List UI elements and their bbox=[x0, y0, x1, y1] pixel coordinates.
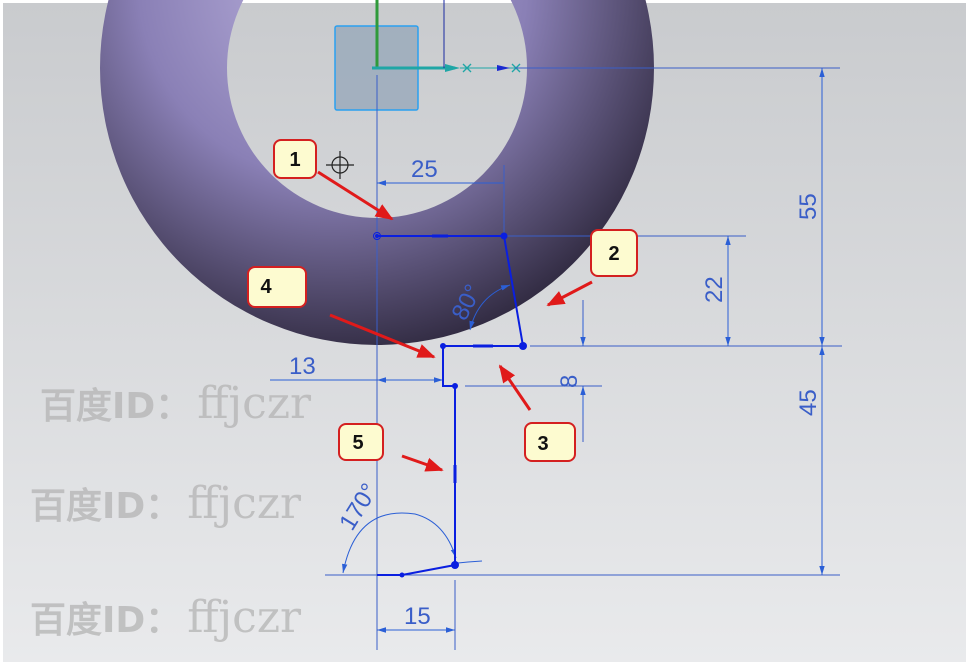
sketch-profile[interactable] bbox=[377, 235, 525, 576]
callout-4: 4 bbox=[247, 266, 307, 308]
crosshair-cursor-icon bbox=[326, 151, 354, 179]
angle-80-arc[interactable] bbox=[469, 284, 511, 331]
svg-text:5: 5 bbox=[352, 432, 363, 454]
sketch-vertices[interactable] bbox=[373, 232, 528, 578]
svg-text:1: 1 bbox=[289, 149, 300, 171]
dimension-45-text[interactable]: 45 bbox=[795, 389, 822, 416]
watermark: 百度ID：ffjczr 百度ID：ffjczr 百度ID：ffjczr bbox=[30, 378, 312, 643]
dimension-55-text[interactable]: 55 bbox=[795, 193, 822, 220]
svg-text:3: 3 bbox=[537, 433, 548, 455]
dimension-22-text[interactable]: 22 bbox=[701, 276, 728, 303]
callout-1: 1 bbox=[273, 139, 317, 179]
svg-text:4: 4 bbox=[260, 276, 272, 298]
dimension-15-text[interactable]: 15 bbox=[404, 603, 431, 630]
svg-text:2: 2 bbox=[608, 243, 619, 265]
dimension-8-text[interactable]: 8 bbox=[556, 375, 583, 388]
annotation-arrows bbox=[317, 170, 593, 472]
torus-body[interactable] bbox=[100, 0, 654, 345]
callout-3: 3 bbox=[524, 422, 576, 462]
dimension-13-text[interactable]: 13 bbox=[289, 353, 316, 380]
callout-2: 2 bbox=[590, 229, 638, 277]
svg-text:百度ID：ffjczr: 百度ID：ffjczr bbox=[30, 592, 302, 643]
angle-170-arc[interactable] bbox=[342, 512, 457, 574]
constraint-marks bbox=[432, 234, 493, 483]
dimension-25-text[interactable]: 25 bbox=[411, 156, 438, 183]
svg-text:百度ID：ffjczr: 百度ID：ffjczr bbox=[30, 478, 302, 529]
callout-5: 5 bbox=[338, 423, 384, 461]
svg-text:百度ID：ffjczr: 百度ID：ffjczr bbox=[40, 378, 312, 429]
